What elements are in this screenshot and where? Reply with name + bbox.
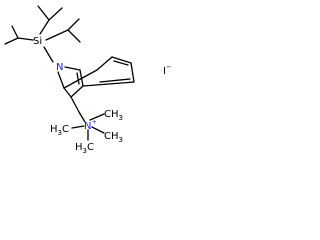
bond-ch-right-me-down	[67, 29, 81, 43]
bond-si-ch-left	[17, 37, 34, 41]
methyl-right-label: CH3	[104, 131, 123, 144]
molecule-diagram: Si N N+ CH3 H3C CH3 H3C I−	[0, 0, 178, 154]
bond-ch-right-me-up	[67, 18, 80, 31]
iodide-charge: −	[166, 63, 171, 71]
bond-n1-c7a	[57, 71, 65, 89]
methyl-left-label: H3C	[50, 124, 69, 137]
bond-ch-left-me-up	[11, 25, 19, 39]
bond-ch-left-me-down	[4, 37, 19, 45]
bond-si-ch-top	[39, 19, 50, 35]
tips-group	[4, 5, 81, 63]
bond-c3a-c7a	[63, 87, 72, 98]
ammonium-nitrogen-label: N+	[84, 118, 97, 132]
indole-ring	[57, 56, 135, 98]
bond-ch-top-me-left	[37, 5, 50, 21]
bond-c7-c6	[96, 56, 113, 71]
bond-c2-c3-inner	[76, 72, 80, 85]
bond-c6-c5-inner	[113, 60, 129, 66]
bond-n-me-right	[91, 126, 105, 134]
bond-c6-c5	[111, 56, 132, 64]
bond-si-n	[43, 46, 54, 63]
bond-c4-c3a	[82, 81, 135, 87]
bond-ch2-n	[78, 111, 86, 123]
structure-svg: Si N N+ CH3 H3C CH3 H3C I−	[4, 5, 171, 154]
bond-c7a-c7	[63, 69, 98, 89]
bond-c5-c4	[130, 62, 135, 83]
indole-nitrogen-label: N	[56, 62, 63, 73]
bond-n-me-top	[89, 113, 105, 121]
bond-c3-c3a	[70, 85, 84, 98]
bond-n1-c2	[64, 66, 81, 71]
silicon-label: Si	[33, 36, 42, 47]
ammonium-charge: +	[91, 118, 96, 126]
aminomethyl-chain	[70, 96, 105, 141]
methyl-top-label: CH3	[104, 109, 123, 122]
iodide-label: I−	[163, 63, 171, 77]
bond-c4-c3a-inner	[99, 78, 131, 83]
bond-c3-ch2	[70, 96, 80, 113]
bond-ch-top-me-right	[48, 7, 63, 21]
bond-n-me-left	[71, 125, 85, 129]
bond-si-ch-right	[45, 29, 69, 41]
methyl-bottom-label: H3C	[75, 142, 94, 154]
